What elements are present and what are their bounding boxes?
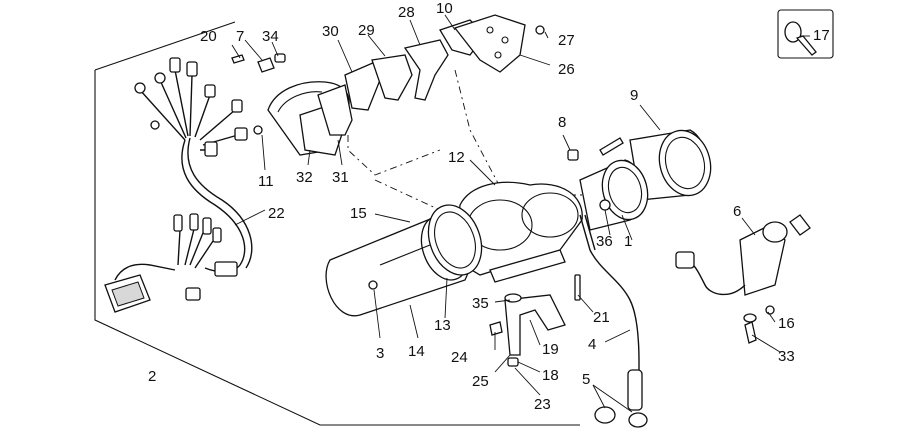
callout-label: 24	[451, 349, 468, 366]
callout-label: 7	[236, 28, 244, 45]
callout-label: 17	[813, 27, 830, 44]
callout-label: 15	[350, 205, 367, 222]
callout-label: 20	[200, 28, 217, 45]
callout-label: 30	[322, 23, 339, 40]
callout-label: 4	[588, 336, 596, 353]
callout-label: 18	[542, 367, 559, 384]
callout-label: 11	[258, 173, 274, 190]
callout-label: 9	[630, 87, 638, 104]
callout-label: 6	[733, 203, 741, 220]
callout-label: 28	[398, 4, 415, 21]
wiring-harness	[104, 57, 253, 313]
callout-label: 12	[448, 149, 465, 166]
upper-brackets	[344, 14, 545, 111]
callout-label: 23	[534, 396, 551, 413]
callout-label: 27	[558, 32, 575, 49]
callout-label: 35	[472, 295, 489, 312]
callout-label: 2	[148, 368, 156, 385]
callout-label: 31	[332, 169, 349, 186]
callout-label: 16	[778, 315, 795, 332]
callout-label: 3	[376, 345, 384, 362]
callout-label: 1	[624, 233, 632, 250]
callout-label: 29	[358, 22, 375, 39]
callout-label: 21	[593, 309, 610, 326]
callout-label: 26	[558, 61, 575, 78]
callout-label: 32	[296, 169, 313, 186]
callout-labels: 1 2 3 4 5 6 7 8 9 10 11 12 13 14 15 16 1…	[148, 0, 830, 413]
headlamp-cover	[253, 81, 353, 156]
callout-label: 19	[542, 341, 559, 358]
key-box	[777, 9, 834, 59]
callout-label: 14	[408, 343, 425, 360]
callout-label: 8	[558, 114, 566, 131]
callout-label: 5	[582, 371, 590, 388]
callout-label: 34	[262, 28, 279, 45]
callout-label: 25	[472, 373, 489, 390]
callout-label: 36	[596, 233, 613, 250]
callout-label: 22	[268, 205, 285, 222]
gauge-bracket	[454, 181, 583, 283]
callout-label: 13	[434, 317, 451, 334]
speedometer-housing	[325, 204, 483, 317]
ignition-switch	[675, 214, 811, 344]
leader-lines	[231, 14, 810, 413]
instrument-gauges	[567, 129, 712, 231]
lower-mounting-parts	[489, 274, 581, 367]
callout-label: 10	[436, 0, 453, 17]
assembly-lines	[347, 69, 585, 226]
assembly-boundary	[94, 21, 580, 426]
speedometer-cable	[579, 214, 648, 428]
small-fasteners-top-left	[231, 53, 286, 73]
callout-label: 33	[778, 348, 795, 365]
key-icon	[784, 21, 817, 56]
